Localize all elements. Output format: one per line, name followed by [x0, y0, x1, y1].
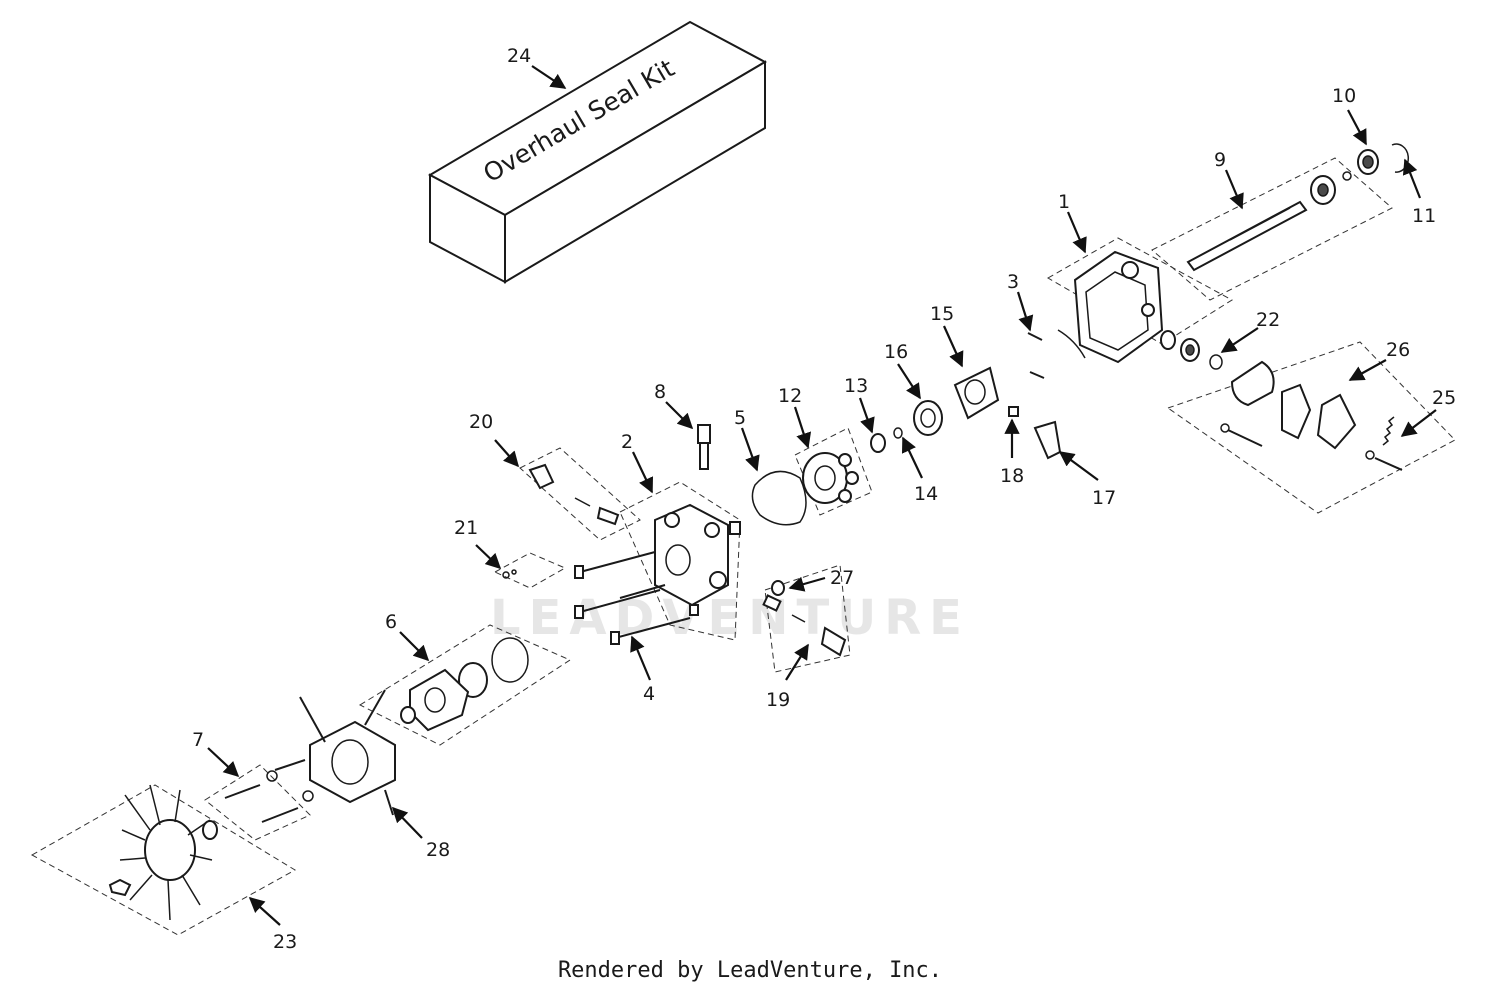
part-fan-screws [224, 770, 314, 823]
part-pins [1027, 332, 1045, 379]
part-washer-27 [771, 580, 785, 596]
group-outlines [30, 157, 1456, 936]
callout-1: 1 [1058, 191, 1070, 213]
callout-17: 17 [1092, 487, 1116, 509]
seal-kit-box: Overhaul Seal Kit [427, 20, 768, 284]
callout-22: 22 [1256, 309, 1280, 331]
callout-13: 13 [844, 375, 868, 397]
callout-7: 7 [192, 729, 204, 751]
callout-25: 25 [1432, 387, 1456, 409]
callout-26: 26 [1386, 339, 1410, 361]
callout-11: 11 [1412, 205, 1436, 227]
part-retainer [870, 427, 903, 453]
callout-20: 20 [469, 411, 493, 433]
part-shaft [1186, 171, 1352, 272]
part-fan-bracket [274, 689, 396, 816]
callout-10: 10 [1332, 85, 1356, 107]
callout-8: 8 [654, 381, 666, 403]
part-bolts [574, 551, 691, 645]
part-bearing-10 [1357, 149, 1379, 175]
callout-18: 18 [1000, 465, 1024, 487]
callout-21: 21 [454, 517, 478, 539]
part-snap-ring [1391, 143, 1410, 173]
callout-6: 6 [385, 611, 397, 633]
callout-19: 19 [766, 689, 790, 711]
callout-12: 12 [778, 385, 802, 407]
callout-27: 27 [830, 567, 854, 589]
part-relief-valve [762, 594, 847, 657]
callout-24: 24 [507, 45, 531, 67]
part-brake-assembly [1220, 360, 1403, 471]
part-cooling-fan [108, 784, 218, 921]
callout-15: 15 [930, 303, 954, 325]
watermark: LEADVENTURE [490, 590, 970, 646]
part-gasket [751, 470, 807, 526]
part-cylinder-block [802, 452, 859, 504]
callout-9: 9 [1214, 149, 1226, 171]
callout-14: 14 [914, 483, 938, 505]
callout-labels: 1 2 3 4 5 6 7 8 9 10 11 12 13 14 15 16 1… [192, 45, 1456, 953]
part-seal-22 [1160, 330, 1223, 370]
part-spring [1382, 416, 1395, 446]
part-bypass [528, 463, 620, 526]
callout-3: 3 [1007, 271, 1019, 293]
part-trunnion [1008, 406, 1062, 460]
part-thrust-bearing [913, 400, 943, 436]
part-plug-21 [502, 569, 517, 579]
part-check-valve [697, 424, 711, 470]
part-swashplate [953, 366, 1000, 420]
callout-16: 16 [884, 341, 908, 363]
callout-5: 5 [734, 407, 746, 429]
callout-2: 2 [621, 431, 633, 453]
part-center-section [654, 503, 741, 616]
callout-28: 28 [426, 839, 450, 861]
part-charge-pump [400, 637, 529, 732]
callout-23: 23 [273, 931, 297, 953]
callout-4: 4 [643, 683, 655, 705]
part-housing [1057, 250, 1164, 364]
footer-credit: Rendered by LeadVenture, Inc. [557, 958, 943, 983]
